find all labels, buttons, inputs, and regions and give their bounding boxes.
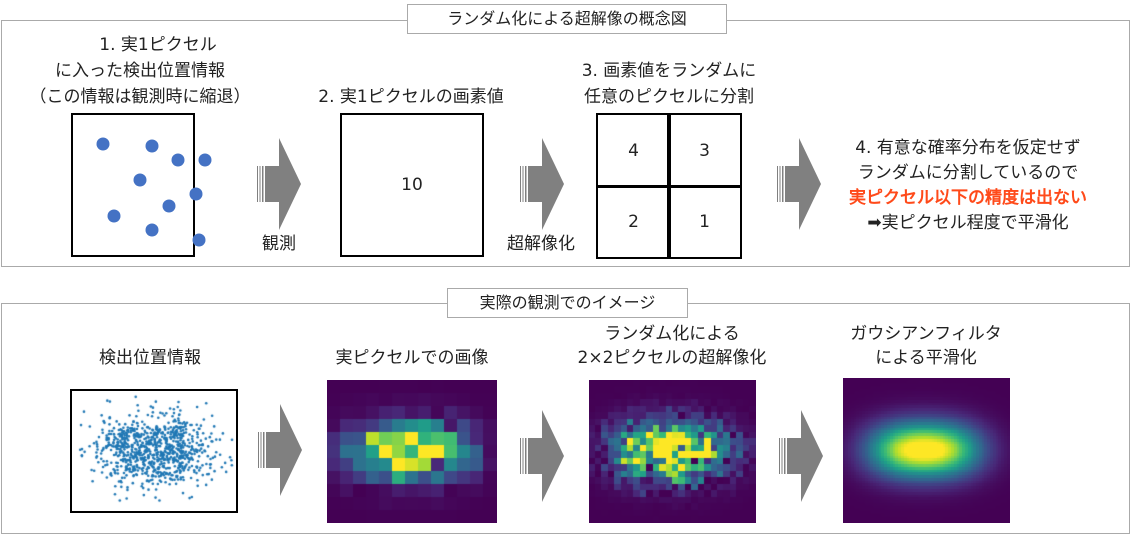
concept-panel-title: ランダム化による超解像の概念図 (407, 4, 727, 34)
grid-divider-horizontal (598, 185, 740, 188)
detection-positions-box (71, 113, 212, 257)
detection-positions-label: 検出位置情報 (99, 348, 201, 368)
super-resolution-label: 超解像化 (507, 234, 575, 254)
subpixel-value: 4 (628, 140, 639, 161)
real-pixel-image-label: 実ピクセルでの画像 (335, 348, 489, 368)
step3-label-line2: 任意のピクセルに分割 (584, 87, 754, 107)
detection-dot (96, 137, 110, 151)
subpixel-value: 1 (699, 211, 710, 232)
arrow-right-icon (777, 138, 821, 230)
step1-label-line1: 1. 実1ピクセル (99, 35, 217, 55)
detection-dot (171, 153, 185, 167)
arrow-right-icon (257, 138, 301, 230)
arrow-right-icon (258, 404, 302, 496)
arrow-right-icon (779, 410, 823, 502)
detection-dot (162, 199, 176, 213)
step4-line4: ➡実ピクセル程度で平滑化 (867, 213, 1069, 233)
detection-dot (145, 139, 159, 153)
split-pixel-grid: 4 3 2 1 (596, 113, 742, 259)
observe-label: 観測 (262, 234, 296, 254)
subpixel-value: 2 (628, 211, 639, 232)
super-resolution-label-line1: ランダム化による (604, 324, 740, 344)
detection-dot (107, 209, 121, 223)
subpixel-value: 3 (699, 140, 710, 161)
detection-dot (145, 223, 159, 237)
gaussian-filter-label-line1: ガウシアンフィルタ (850, 324, 1002, 344)
step2-label: 2. 実1ピクセルの画素値 (318, 87, 504, 107)
arrow-right-icon (520, 410, 564, 502)
detection-dot (189, 187, 203, 201)
super-resolution-label-line2: 2×2ピクセルの超解像化 (577, 348, 767, 368)
step1-label-line2: に入った検出位置情報 (55, 61, 225, 81)
detection-dot (198, 153, 212, 167)
arrow-right-icon (520, 138, 564, 230)
scatter-points (72, 391, 236, 511)
super-resolution-heatmap (589, 380, 756, 523)
observation-panel-title: 実際の観測でのイメージ (447, 288, 688, 318)
gaussian-filter-label-line2: による平滑化 (875, 348, 977, 368)
pixel-value-box: 10 (340, 113, 484, 257)
pixel-value: 10 (401, 175, 423, 195)
step3-label-line1: 3. 画素値をランダムに (581, 61, 757, 81)
step1-label-line3: （この情報は観測時に縮退） (29, 87, 251, 107)
real-pixel-heatmap (327, 380, 497, 523)
detection-dot (133, 173, 147, 187)
step4-line2: ランダムに分割しているので (857, 163, 1079, 183)
step4-line1: 4. 有意な確率分布を仮定せず (855, 138, 1081, 158)
scatter-plot (70, 389, 238, 513)
step4-highlight: 実ピクセル以下の精度は出ない (849, 188, 1087, 208)
detection-dot (192, 233, 206, 247)
smoothed-heatmap (843, 378, 1010, 523)
